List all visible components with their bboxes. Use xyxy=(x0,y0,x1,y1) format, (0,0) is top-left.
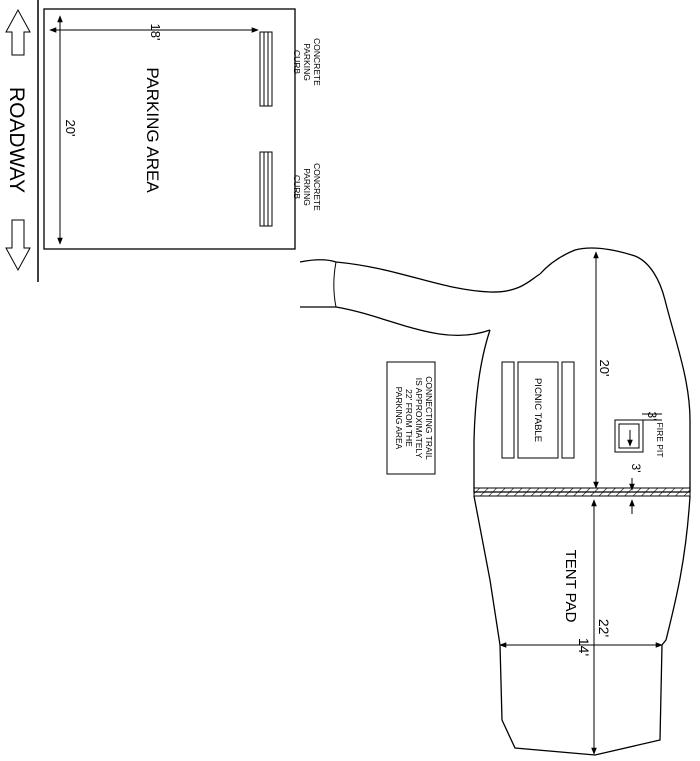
trail-note-text: CONNECTING TRAIL IS APPROXIMATELY 22' FR… xyxy=(394,376,434,460)
svg-text:PARKING: PARKING xyxy=(302,43,312,81)
svg-text:PARKING: PARKING xyxy=(302,168,312,206)
tent-width-label: 14' xyxy=(576,638,592,656)
fire-pit-dim-a: 3' xyxy=(645,412,659,421)
tent-length-label: 22' xyxy=(596,619,612,637)
fire-pit-label: FIRE PIT xyxy=(655,423,665,458)
parking-length-label: 20' xyxy=(63,120,78,137)
svg-text:CONCRETE: CONCRETE xyxy=(312,38,322,86)
curb-top-label: CONCRETE PARKING CURB xyxy=(292,38,322,86)
svg-text:PARKING AREA: PARKING AREA xyxy=(394,387,404,450)
concrete-curb-top xyxy=(259,31,273,107)
site-length-label: 20' xyxy=(597,360,612,377)
campsite-outline xyxy=(473,247,691,493)
roadway-arrow-down-icon xyxy=(5,219,31,272)
svg-text:CONCRETE: CONCRETE xyxy=(312,163,322,211)
parking-area-label: PARKING AREA xyxy=(143,67,162,193)
parking-width-label: 18' xyxy=(148,24,163,41)
trail-note-box xyxy=(386,361,436,475)
roadway-label: ROADWAY xyxy=(5,87,28,193)
svg-text:22' FROM THE: 22' FROM THE xyxy=(404,389,414,447)
curb-bottom-label: CONCRETE PARKING CURB xyxy=(292,163,322,211)
tent-pad-outline xyxy=(473,495,691,756)
roadway-arrow-up-icon xyxy=(5,8,31,56)
connecting-trail xyxy=(299,259,541,293)
hatched-divider xyxy=(473,487,691,497)
picnic-table xyxy=(501,361,575,459)
svg-text:CURB: CURB xyxy=(292,175,302,199)
svg-text:CONNECTING TRAIL: CONNECTING TRAIL xyxy=(424,376,434,460)
fire-pit xyxy=(614,419,644,453)
tent-pad-label: TENT PAD xyxy=(562,550,579,623)
parking-area xyxy=(43,8,296,250)
concrete-curb-bottom xyxy=(259,151,273,227)
picnic-table-label: PICNIC TABLE xyxy=(532,378,543,442)
fire-pit-dim-b: 3' xyxy=(629,464,643,473)
svg-text:IS APPROXIMATELY: IS APPROXIMATELY xyxy=(414,378,424,459)
svg-text:CURB: CURB xyxy=(292,50,302,74)
